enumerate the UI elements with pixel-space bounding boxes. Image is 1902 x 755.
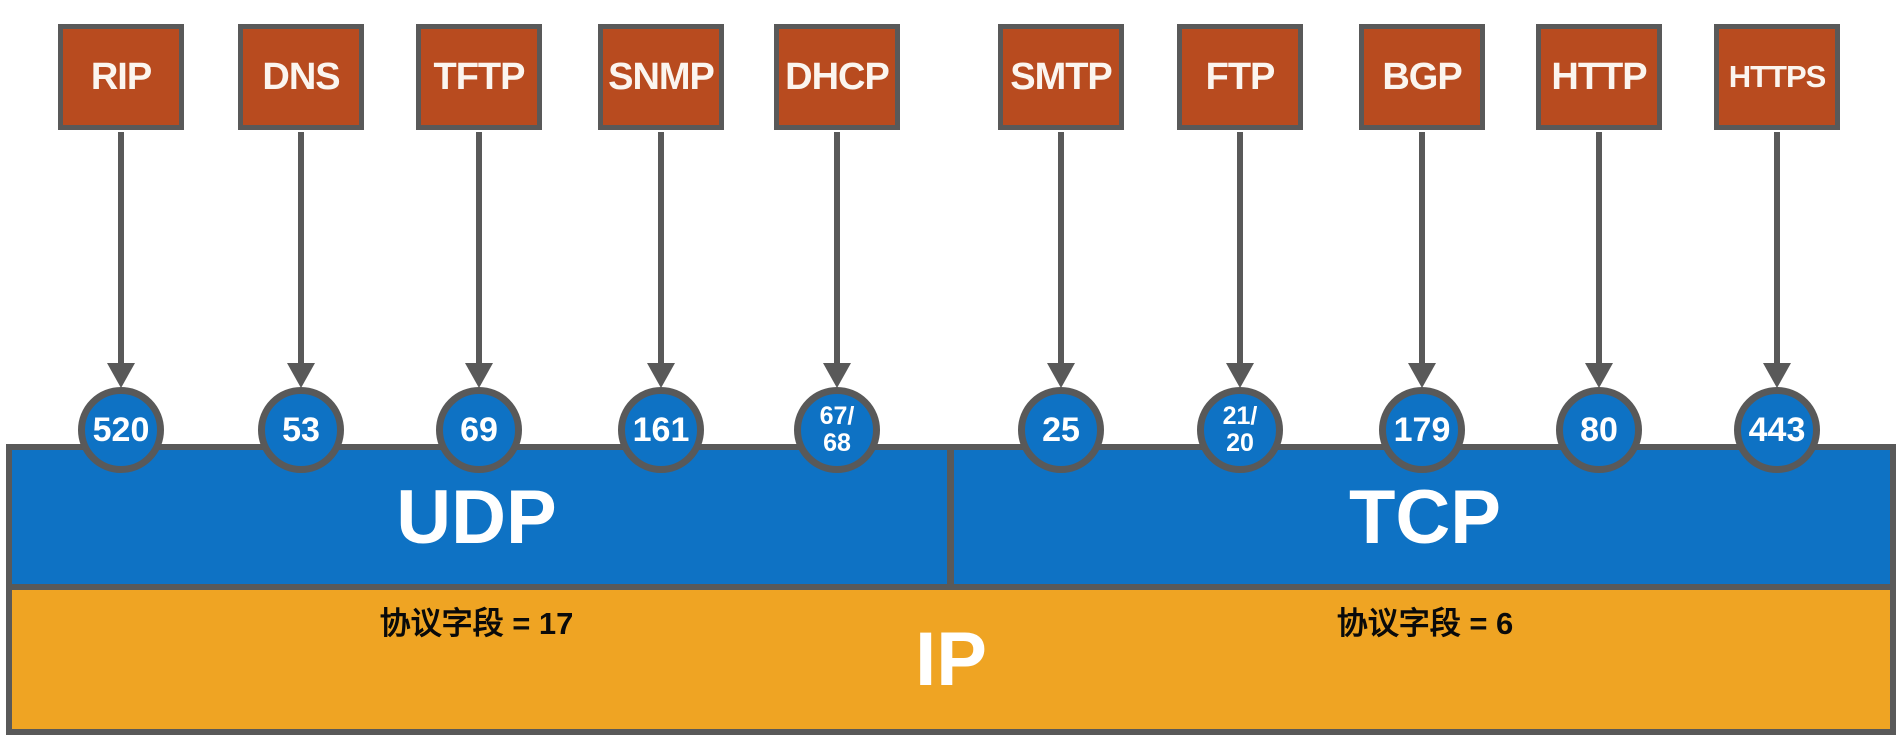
protocol-label: FTP [1205, 55, 1276, 98]
protocol-box: DHCP [774, 24, 900, 130]
protocol-label: TFTP [433, 55, 526, 98]
protocol-label: RIP [90, 55, 152, 98]
protocol-box: DNS [238, 24, 364, 130]
protocol-box: SMTP [998, 24, 1124, 130]
protocol-box: HTTPS [1714, 24, 1840, 130]
protocol-box: FTP [1177, 24, 1303, 130]
protocol-box: HTTP [1536, 24, 1662, 130]
port-circle: 21/ 20 [1197, 387, 1283, 473]
port-circle: 80 [1556, 387, 1642, 473]
down-arrow-icon [1058, 132, 1064, 364]
down-arrow-head-icon [287, 363, 315, 388]
port-label: 520 [92, 411, 150, 449]
down-arrow-head-icon [1585, 363, 1613, 388]
port-circle: 25 [1018, 387, 1104, 473]
port-label: 21/ [1222, 402, 1258, 430]
port-label: 53 [282, 411, 320, 449]
port-label: 68 [823, 429, 851, 457]
port-label: 161 [632, 411, 690, 449]
protocol-label: HTTPS [1728, 59, 1827, 94]
down-arrow-head-icon [465, 363, 493, 388]
port-circle: 67/ 68 [794, 387, 880, 473]
down-arrow-head-icon [107, 363, 135, 388]
protocol-label: DHCP [785, 55, 890, 98]
down-arrow-icon [1596, 132, 1602, 364]
down-arrow-icon [1237, 132, 1243, 364]
udp-tcp-divider [947, 444, 954, 590]
tcp-protocol-field-label: 协议字段 = 6 [1336, 605, 1514, 641]
down-arrow-icon [118, 132, 124, 364]
down-arrow-head-icon [1226, 363, 1254, 388]
port-circle: 53 [258, 387, 344, 473]
port-circle: 69 [436, 387, 522, 473]
port-label: 25 [1042, 411, 1080, 449]
port-label: 80 [1580, 411, 1618, 449]
protocol-label: DNS [262, 55, 340, 98]
port-circle: 179 [1379, 387, 1465, 473]
down-arrow-head-icon [647, 363, 675, 388]
udp-section-label: UDP [396, 474, 557, 560]
down-arrow-head-icon [1047, 363, 1075, 388]
port-circle: 520 [78, 387, 164, 473]
down-arrow-icon [476, 132, 482, 364]
down-arrow-head-icon [1408, 363, 1436, 388]
down-arrow-head-icon [823, 363, 851, 388]
port-circle: 443 [1734, 387, 1820, 473]
protocol-label: HTTP [1551, 55, 1647, 98]
down-arrow-icon [834, 132, 840, 364]
tcp-section-label: TCP [1349, 474, 1501, 560]
down-arrow-icon [298, 132, 304, 364]
protocol-box: BGP [1359, 24, 1485, 130]
port-label: 443 [1748, 411, 1806, 449]
protocol-box: TFTP [416, 24, 542, 130]
down-arrow-head-icon [1763, 363, 1791, 388]
protocol-label: BGP [1382, 55, 1462, 98]
port-label: 20 [1226, 429, 1254, 457]
udp-protocol-field-label: 协议字段 = 17 [379, 605, 574, 641]
down-arrow-icon [1419, 132, 1425, 364]
protocol-box: SNMP [598, 24, 724, 130]
down-arrow-icon [658, 132, 664, 364]
ip-section-label: IP [915, 617, 987, 702]
protocol-box: RIP [58, 24, 184, 130]
port-label: 67/ [819, 402, 855, 430]
protocol-label: SNMP [608, 55, 715, 98]
down-arrow-icon [1774, 132, 1780, 364]
port-label: 69 [460, 411, 498, 449]
protocol-label: SMTP [1010, 55, 1113, 98]
port-label: 179 [1393, 411, 1451, 449]
port-circle: 161 [618, 387, 704, 473]
